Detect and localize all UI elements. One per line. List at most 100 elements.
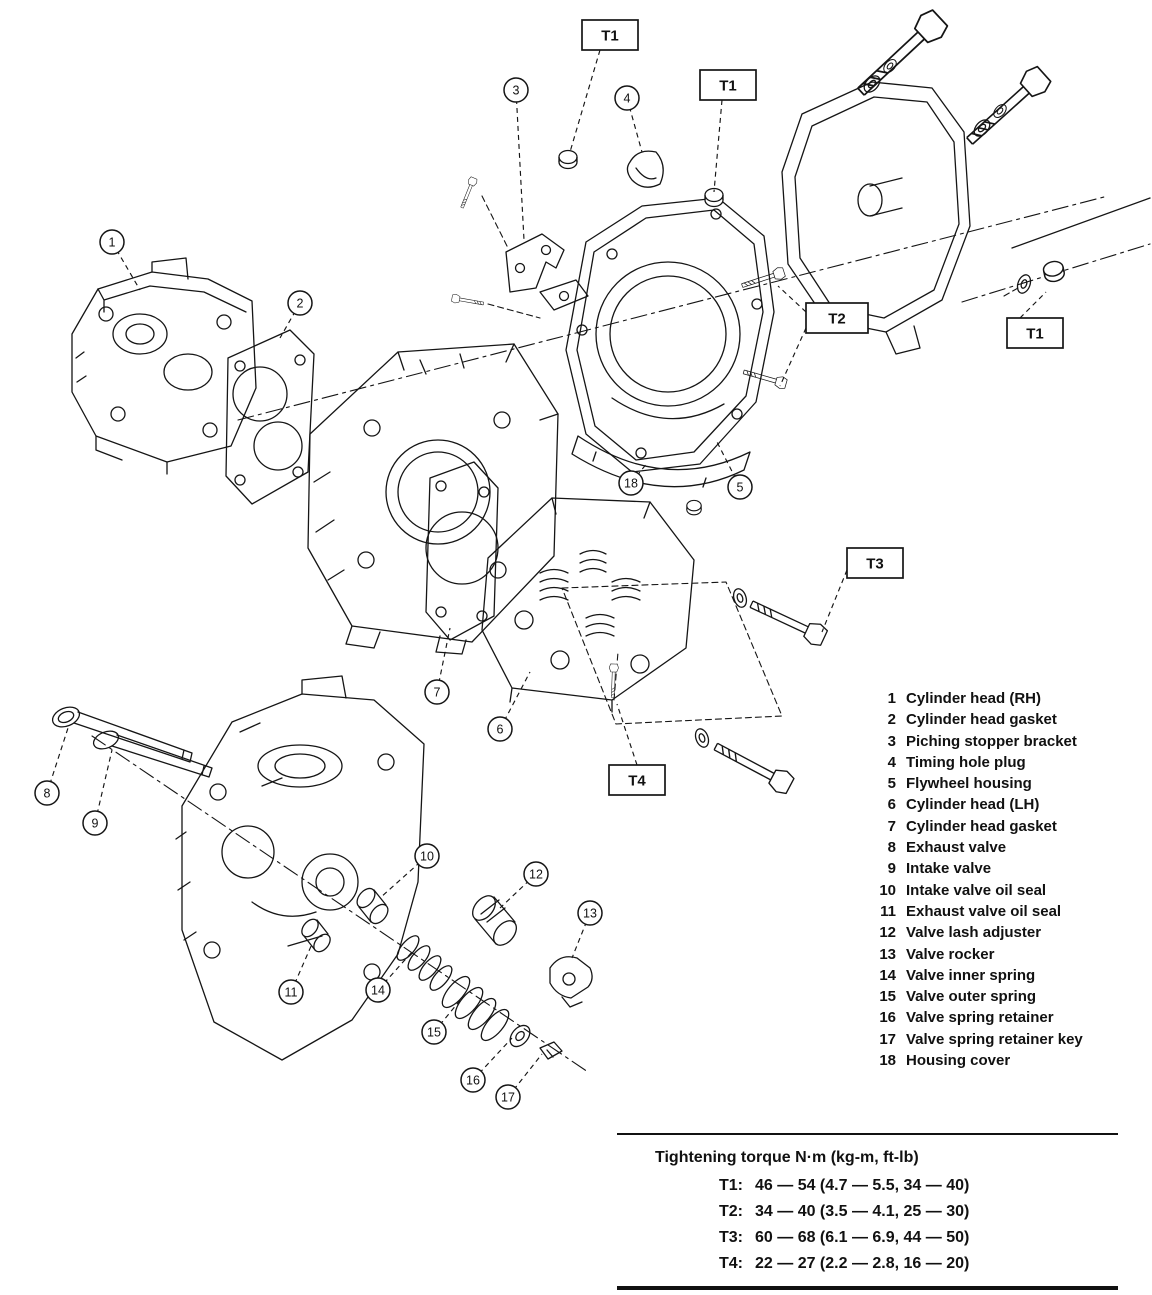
leader-line	[821, 569, 848, 633]
part-number: 15	[879, 988, 896, 1006]
callout-number: 10	[420, 850, 434, 864]
part-number: 14	[879, 966, 896, 984]
washer	[860, 72, 884, 96]
torque-label-box	[846, 547, 904, 579]
bolt	[741, 365, 789, 391]
torque-table: Tightening torque N·m (kg-m, ft-lb) T1:4…	[617, 1133, 1118, 1290]
assembly-axis	[237, 195, 1109, 421]
callout-circle	[287, 290, 313, 316]
callout-6: 6	[487, 671, 531, 742]
screw	[450, 293, 485, 309]
rear-cover-plate	[781, 81, 971, 355]
callout-2: 2	[279, 290, 313, 339]
bolt	[850, 6, 952, 104]
callout-circle	[365, 977, 391, 1003]
cylinder-head-gasket-lh	[425, 461, 499, 641]
screw	[457, 176, 479, 210]
part-list-item: 6 Cylinder head (LH)	[870, 794, 1130, 815]
callout-number: 6	[497, 723, 504, 737]
callout-14: 14	[365, 951, 413, 1003]
torque-table-title: Tightening torque N·m (kg-m, ft-lb)	[655, 1149, 919, 1166]
part-name: Valve spring retainer	[906, 1009, 1054, 1027]
torque-row-value: 22 — 27 (2.2 — 2.8, 16 — 20)	[755, 1255, 970, 1272]
washer	[1014, 272, 1034, 296]
crankcase-block	[307, 343, 559, 655]
torque-row-value: 46 — 54 (4.7 — 5.5, 34 — 40)	[755, 1177, 970, 1194]
part-name: Valve spring retainer key	[906, 1030, 1083, 1048]
callout-number: 13	[583, 907, 597, 921]
callout-7: 7	[424, 627, 451, 705]
torque-callout-t1-0: T1	[569, 19, 639, 153]
leader-line	[779, 327, 807, 387]
top-right-bolts	[850, 6, 1055, 152]
torque-label-box	[608, 764, 666, 796]
callout-3: 3	[503, 77, 529, 241]
callout-number: 16	[466, 1074, 480, 1088]
housing-cover	[571, 435, 751, 488]
part-name: Cylinder head gasket	[906, 711, 1057, 729]
part-name: Exhaust valve	[906, 839, 1007, 857]
bolt	[746, 593, 830, 649]
torque-label: T1	[719, 77, 737, 94]
torque-label: T4	[628, 772, 646, 789]
pitching-stopper-bracket	[450, 176, 589, 319]
callout-number: 8	[44, 787, 51, 801]
cylinder-head-lower	[175, 675, 425, 1061]
part-name: Cylinder head gasket	[906, 817, 1057, 835]
torque-label: T2	[828, 310, 846, 327]
nut	[558, 149, 578, 170]
callout-circle	[614, 85, 640, 111]
torque-callout-t2-2: T2	[777, 285, 869, 387]
line-art	[51, 6, 1151, 1073]
part-number: 8	[887, 839, 896, 857]
leader-line	[571, 912, 591, 959]
right-nut-washer	[1003, 259, 1067, 297]
callout-circle	[487, 716, 513, 742]
torque-row-label: T4:	[719, 1255, 743, 1272]
callout-number: 15	[427, 1026, 441, 1040]
part-number: 11	[880, 902, 896, 920]
callout-number: 14	[371, 984, 385, 998]
callout-number: 18	[624, 477, 638, 491]
callout-circle	[421, 1019, 447, 1045]
callout-number: 2	[297, 297, 304, 311]
t4-stud	[607, 663, 619, 699]
cylinder-head-gasket-rh	[225, 329, 315, 505]
part-number: 7	[887, 817, 896, 835]
part-name: Cylinder head (LH)	[906, 796, 1040, 814]
leader-line	[713, 99, 723, 193]
part-number: 6	[887, 796, 896, 814]
callout-circle	[727, 474, 753, 500]
torque-row: T2:34 — 40 (3.5 — 4.1, 25 — 30)	[617, 1199, 1118, 1225]
callout-9: 9	[82, 749, 113, 836]
callout-17: 17	[495, 1053, 543, 1110]
callout-circle	[414, 843, 440, 869]
washer	[730, 586, 750, 610]
callout-number: 11	[285, 986, 298, 1000]
projection-outline	[561, 581, 783, 725]
t3-bolt	[730, 586, 830, 649]
callout-15: 15	[421, 997, 463, 1045]
torque-callout-t4-5: T4	[608, 703, 666, 796]
part-name: Valve inner spring	[906, 966, 1036, 984]
part-list-item: 14 Valve inner spring	[870, 965, 1130, 986]
part-name: Valve rocker	[906, 945, 995, 963]
valve-spring-retainer-key	[539, 1041, 563, 1060]
part-name: Housing cover	[906, 1052, 1011, 1070]
part-name: Cylinder head (RH)	[906, 690, 1042, 707]
leader-line	[777, 285, 807, 313]
valve-lash-adjuster	[472, 895, 517, 946]
callout-12: 12	[499, 861, 549, 909]
callout-1: 1	[99, 229, 141, 291]
